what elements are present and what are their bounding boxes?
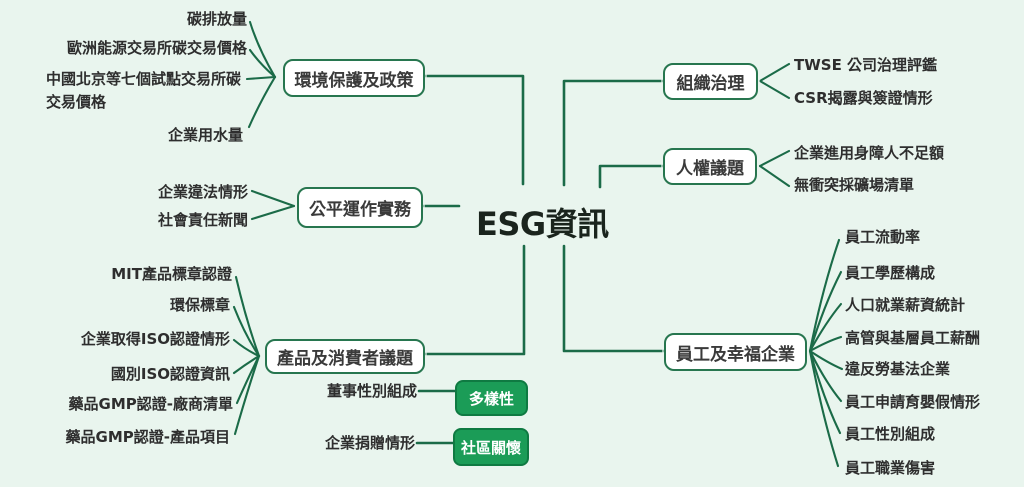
topic-governance: 組織治理 xyxy=(663,63,758,100)
leaf-green-mark: 環保標章 xyxy=(169,296,230,314)
topic-employee-wellbeing: 員工及幸福企業 xyxy=(664,333,807,371)
tag-community-care-label: 社區關懷 xyxy=(460,438,521,457)
fan-product-consumer xyxy=(232,275,261,436)
leaf-labor-law-violations: 違反勞基法企業 xyxy=(845,360,951,378)
topic-fair-practice: 公平運作實務 xyxy=(297,187,423,228)
leaf-mit-mark: MIT產品標章認證 xyxy=(111,265,232,283)
leaf-carbon-emissions: 碳排放量 xyxy=(186,10,247,28)
topic-human-rights: 人權議題 xyxy=(663,148,757,185)
leaf-conflict-free-mines: 無衝突採礦場清單 xyxy=(794,176,915,194)
leaf-corporate-violations: 企業違法情形 xyxy=(157,183,248,201)
fan-employee xyxy=(808,238,844,468)
leaf-gender-composition: 員工性別組成 xyxy=(845,425,936,443)
leaf-occupational-injury: 員工職業傷害 xyxy=(845,459,936,477)
leaf-executive-vs-staff-pay: 高管與基層員工薪酬 xyxy=(845,329,981,347)
leaf-disability-employment: 企業進用身障人不足額 xyxy=(794,144,945,162)
leaf-eu-carbon-price: 歐洲能源交易所碳交易價格 xyxy=(66,39,247,57)
fan-governance xyxy=(758,62,791,100)
topic-fair-practice-label: 公平運作實務 xyxy=(309,200,411,220)
topic-governance-label: 組織治理 xyxy=(676,74,745,94)
tag-diversity: 多樣性 xyxy=(455,380,528,416)
leaf-csr-disclosure: CSR揭露與簽證情形 xyxy=(794,89,933,107)
leaf-china-carbon-price: 中國北京等七個試點交易所碳交易價格 xyxy=(46,70,242,111)
leaf-employment-salary-stats: 人口就業薪資統計 xyxy=(845,296,966,314)
leaf-parental-leave: 員工申請育嬰假情形 xyxy=(845,393,981,411)
trunk-links xyxy=(415,74,666,445)
leaf-csr-news: 社會責任新聞 xyxy=(157,211,248,229)
leaf-corporate-donations: 企業捐贈情形 xyxy=(324,434,415,452)
tag-diversity-label: 多樣性 xyxy=(468,389,514,408)
leaf-iso-by-country: 國別ISO認證資訊 xyxy=(110,365,230,383)
leaf-iso-certification: 企業取得ISO認證情形 xyxy=(80,330,230,348)
topic-product-consumer-label: 產品及消費者議題 xyxy=(277,349,413,369)
fan-fair-practice xyxy=(250,189,296,221)
topic-environment-policy-label: 環境保護及政策 xyxy=(294,70,414,91)
leaf-education-composition: 員工學歷構成 xyxy=(845,264,936,282)
leaf-gmp-products: 藥品GMP認證-產品項目 xyxy=(65,428,230,446)
leaf-twse-evaluation: TWSE 公司治理評鑑 xyxy=(794,56,938,74)
fan-human-rights xyxy=(758,149,791,188)
leaf-board-gender: 董事性別組成 xyxy=(326,382,417,400)
fan-environment xyxy=(245,20,277,129)
topic-environment-policy: 環境保護及政策 xyxy=(283,59,425,97)
central-topic: ESG資訊 xyxy=(476,205,609,243)
leaf-turnover-rate: 員工流動率 xyxy=(845,228,921,246)
topic-employee-wellbeing-label: 員工及幸福企業 xyxy=(676,344,795,365)
topic-human-rights-label: 人權議題 xyxy=(676,159,744,179)
topic-product-consumer: 產品及消費者議題 xyxy=(265,339,425,374)
leaf-gmp-manufacturers: 藥品GMP認證-廠商清單 xyxy=(68,395,233,413)
tag-community-care: 社區關懷 xyxy=(453,428,529,466)
leaf-corporate-water-usage: 企業用水量 xyxy=(167,126,243,144)
